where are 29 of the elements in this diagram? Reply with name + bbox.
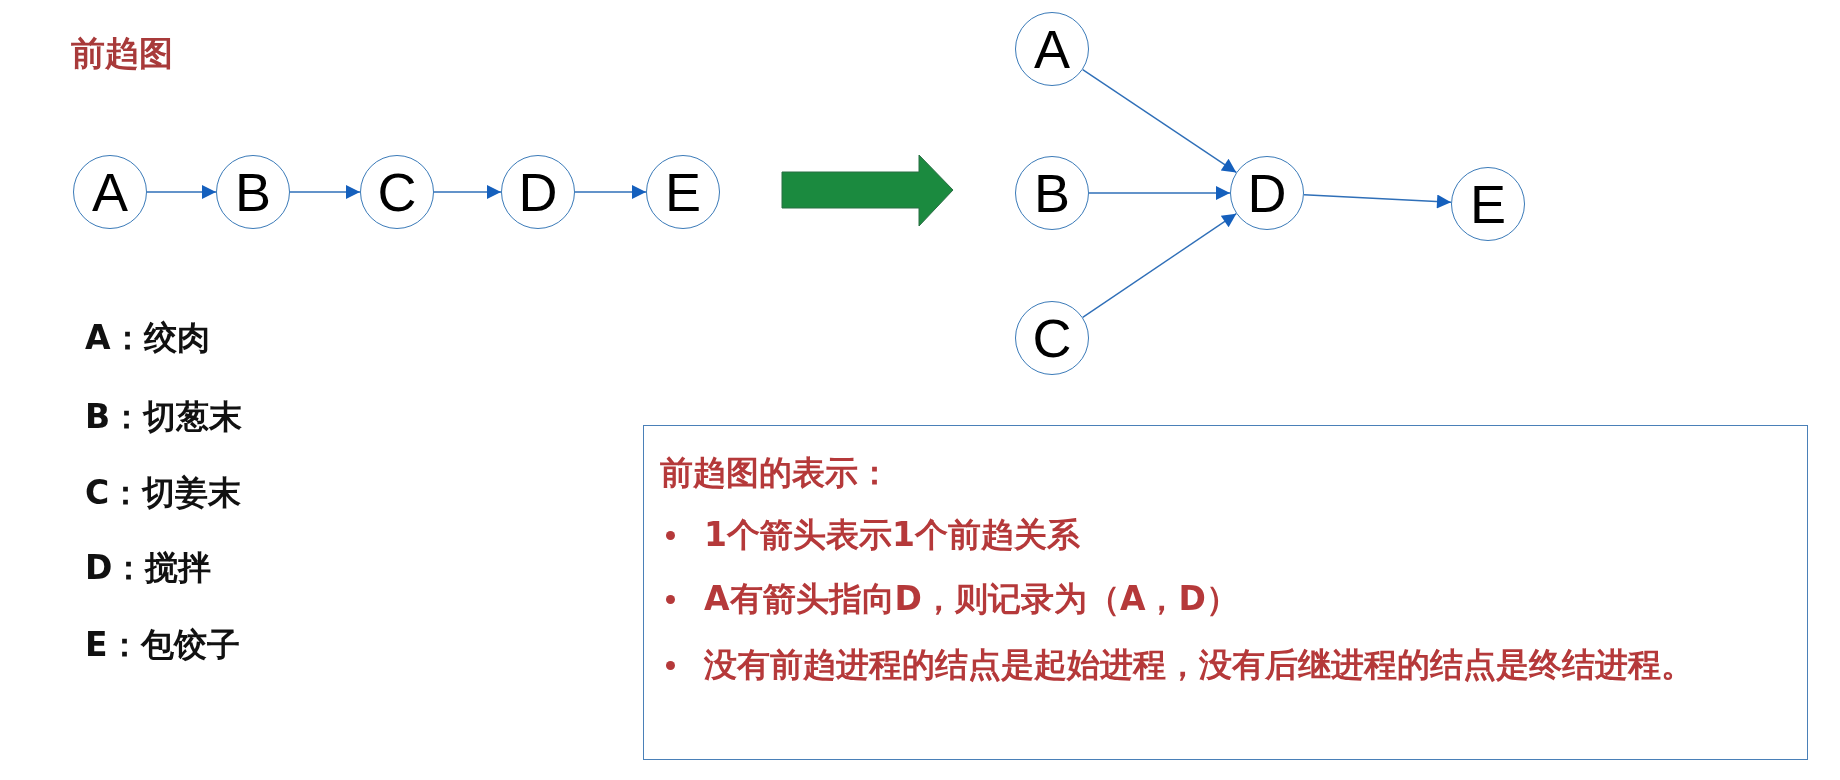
step-circle: E [1451,167,1525,241]
step-circle: B [216,155,290,229]
arrow [146,185,217,199]
step-circle: B [1015,156,1089,230]
diagram-title: 前趋图 [71,33,173,73]
note-box [643,425,1808,760]
definition-text: B：切葱末 [85,397,243,437]
bullet-text: 没有前趋进程的结点是起始进程，没有后继进程的结点是终结进程。 [704,645,1694,685]
definition-text: E：包饺子 [85,625,240,665]
arrow [1303,194,1452,209]
bullet-text: 1个箭头表示1个前趋关系 [704,515,1080,555]
step-circle: C [1015,301,1089,375]
step-circle: D [501,155,575,229]
step-circle: A [1015,12,1089,86]
note-heading: 前趋图的表示： [660,453,891,493]
arrow [1082,68,1237,174]
arrow [1082,213,1237,318]
step-circle: E [646,155,720,229]
step-circle: D [1230,156,1304,230]
arrow [574,185,647,199]
definition-text: A：绞肉 [85,318,210,358]
step-circle: C [360,155,434,229]
arrow [1088,186,1231,200]
arrow [289,185,361,199]
definition-text: C：切姜末 [85,473,242,513]
arrow [433,185,502,199]
step-circle: A [73,155,147,229]
bullet-text: A有箭头指向D，则记录为（A，D） [704,579,1239,619]
definition-text: D：搅拌 [85,548,212,588]
